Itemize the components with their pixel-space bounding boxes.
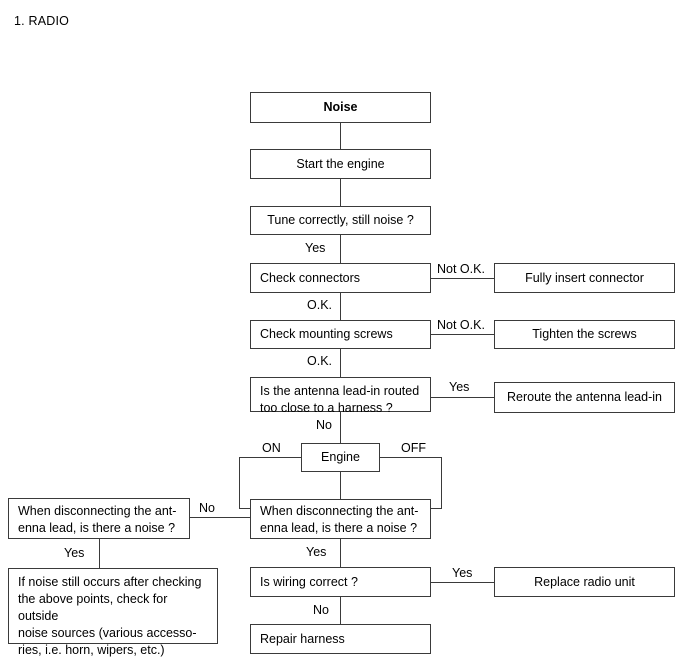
edge-label-disconnect-left-yes: Yes	[64, 546, 85, 560]
edge-wiring-to-repair-harness	[340, 597, 341, 624]
node-outside-noise-sources-line4: ries, i.e. horn, wipers, etc.)	[18, 643, 165, 657]
node-engine[interactable]: Engine	[301, 443, 380, 472]
node-antenna-lead-in-routed[interactable]: Is the antenna lead-in routed too close …	[250, 377, 431, 415]
edge-disconnect-main-to-wiring	[340, 539, 341, 567]
edge-engine-off-vertical	[441, 457, 442, 508]
edge-label-engine-off: OFF	[401, 441, 426, 455]
edge-antenna-routed-to-engine	[340, 412, 341, 443]
edge-label-screws-not-ok: Not O.K.	[437, 318, 485, 332]
node-tighten-screws[interactable]: Tighten the screws	[494, 320, 675, 349]
edge-check-connectors-to-fully-insert	[430, 278, 494, 279]
node-fully-insert-connector-label: Fully insert connector	[525, 270, 644, 285]
node-disconnect-antenna-main[interactable]: When disconnecting the ant- enna lead, i…	[250, 499, 431, 539]
edge-disconnect-left-to-outside-noise	[99, 539, 100, 568]
node-disconnect-antenna-left-line1: When disconnecting the ant-	[18, 504, 177, 518]
node-tune-correctly-label: Tune correctly, still noise ?	[267, 213, 414, 227]
node-outside-noise-sources-line3: noise sources (various accesso-	[18, 626, 197, 640]
edge-engine-on-into-box	[239, 508, 251, 509]
node-repair-harness[interactable]: Repair harness	[250, 624, 431, 654]
node-outside-noise-sources-line1: If noise still occurs after checking	[18, 575, 202, 589]
node-disconnect-antenna-left-line2: enna lead, is there a noise ?	[18, 521, 176, 535]
edge-label-wiring-yes: Yes	[452, 566, 473, 580]
edge-label-wiring-no: No	[313, 603, 329, 617]
edge-label-disconnect-main-no: No	[199, 501, 215, 515]
node-engine-label: Engine	[321, 450, 360, 464]
node-check-connectors-label: Check connectors	[260, 270, 361, 285]
edge-disconnect-main-to-disconnect-left	[190, 517, 251, 518]
node-check-mounting-screws-label: Check mounting screws	[260, 327, 393, 341]
node-tighten-screws-label: Tighten the screws	[532, 327, 637, 341]
edge-label-antenna-yes: Yes	[449, 380, 470, 394]
page-title: 1. RADIO	[14, 14, 70, 28]
edge-wiring-to-replace-radio	[430, 582, 494, 583]
node-check-connectors[interactable]: Check connectors	[250, 263, 431, 293]
edge-label-connectors-ok: O.K.	[307, 298, 333, 312]
node-is-wiring-correct-label: Is wiring correct ?	[260, 574, 358, 589]
edge-engine-off-horizontal	[380, 457, 442, 458]
edge-label-screws-ok: O.K.	[307, 354, 333, 368]
node-replace-radio-unit-label: Replace radio unit	[534, 574, 635, 589]
edge-engine-on-vertical	[239, 457, 240, 508]
node-repair-harness-label: Repair harness	[260, 631, 345, 646]
edge-check-screws-to-tighten-screws	[430, 334, 494, 335]
node-antenna-lead-in-routed-line1: Is the antenna lead-in routed	[260, 384, 420, 398]
edge-label-tune-yes: Yes	[305, 241, 326, 255]
node-outside-noise-sources-line2: the above points, check for outside	[18, 592, 168, 623]
node-start-engine[interactable]: Start the engine	[250, 149, 431, 179]
edge-noise-to-start-engine	[340, 123, 341, 150]
edge-label-connectors-not-ok: Not O.K.	[437, 262, 485, 276]
node-outside-noise-sources[interactable]: If noise still occurs after checking the…	[8, 568, 218, 657]
edge-label-disconnect-main-yes: Yes	[306, 545, 327, 559]
node-start-engine-label: Start the engine	[296, 156, 385, 171]
edge-tune-to-check-connectors	[340, 235, 341, 263]
node-disconnect-antenna-main-line2: enna lead, is there a noise ?	[260, 521, 418, 535]
edge-antenna-routed-to-reroute	[430, 397, 494, 398]
edge-engine-off-into-box	[430, 508, 442, 509]
node-disconnect-antenna-main-line1: When disconnecting the ant-	[260, 504, 419, 518]
node-disconnect-antenna-left[interactable]: When disconnecting the ant- enna lead, i…	[8, 498, 190, 539]
node-antenna-lead-in-routed-line2: too close to a harness ?	[260, 401, 393, 415]
node-tune-correctly[interactable]: Tune correctly, still noise ?	[250, 206, 431, 235]
node-fully-insert-connector[interactable]: Fully insert connector	[494, 263, 675, 293]
node-reroute-antenna-lead-in[interactable]: Reroute the antenna lead-in	[494, 382, 675, 413]
node-check-mounting-screws[interactable]: Check mounting screws	[250, 320, 431, 349]
edge-check-screws-to-antenna-routed	[340, 349, 341, 377]
node-replace-radio-unit[interactable]: Replace radio unit	[494, 567, 675, 597]
node-noise-label: Noise	[323, 100, 358, 114]
edge-label-antenna-no: No	[316, 418, 332, 432]
edge-engine-to-disconnect-main	[340, 472, 341, 499]
edge-start-engine-to-tune	[340, 179, 341, 206]
node-noise[interactable]: Noise	[250, 92, 431, 123]
node-is-wiring-correct[interactable]: Is wiring correct ?	[250, 567, 431, 597]
edge-label-engine-on: ON	[262, 441, 281, 455]
node-reroute-antenna-lead-in-label: Reroute the antenna lead-in	[507, 390, 662, 404]
edge-check-connectors-to-check-screws	[340, 293, 341, 320]
edge-engine-on-horizontal	[239, 457, 301, 458]
